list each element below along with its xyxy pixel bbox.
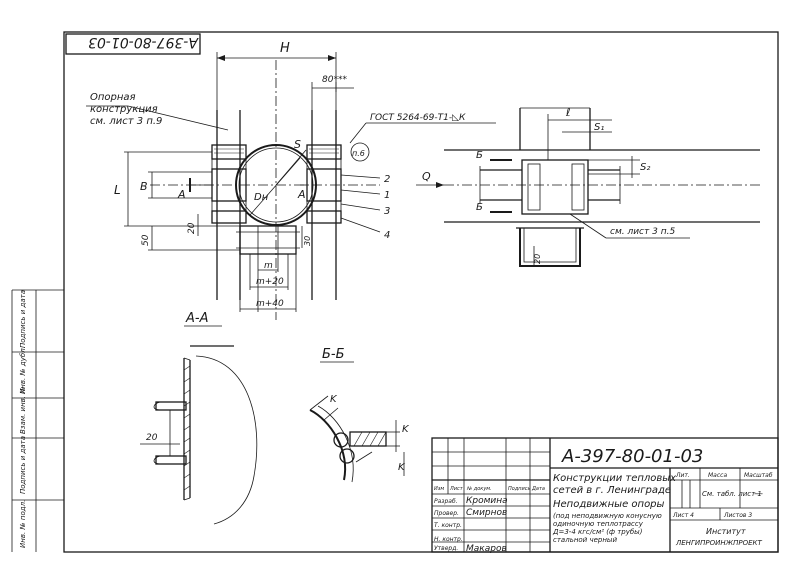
role-5: Н. контр. <box>434 536 463 543</box>
dim-20: 20 <box>187 222 197 234</box>
item-4: 4 <box>384 230 390 241</box>
main-view <box>86 52 496 320</box>
name-1: Кромина <box>466 496 508 506</box>
desc-line-4: (под неподвижную конусную <box>553 512 662 520</box>
side-view <box>416 107 760 267</box>
top-stamp-box <box>65 33 201 55</box>
scale-cell: — <box>754 489 763 499</box>
dim-m20: m+20 <box>256 277 284 287</box>
drawing-code: А-397-80-01-03 <box>561 446 703 467</box>
section-aa-title: А-А <box>185 311 208 326</box>
support-label-3: см. лист 3 п.9 <box>90 116 162 127</box>
stage-hdr-mass: Масса <box>708 472 727 479</box>
callout-6-circle <box>350 142 370 162</box>
title-block <box>431 437 779 553</box>
dim-B: B <box>140 180 148 193</box>
side-dim-20: 20 <box>533 254 542 264</box>
dim-S2: S₂ <box>640 162 650 173</box>
dim-50: 50 <box>141 234 151 246</box>
section-bb-title: Б-Б <box>322 347 345 362</box>
dim-m: m <box>264 261 273 271</box>
pipe-circle <box>235 144 317 226</box>
desc-line-2: сетей в г. Ленинграде <box>553 485 671 496</box>
stage-hdr-scale: Масштаб <box>744 472 773 479</box>
dim-l: ℓ <box>565 106 571 119</box>
desc-line-5: одиночную теплотрассу <box>553 520 644 528</box>
name-2: Смирнов <box>466 508 507 518</box>
section-bb-k2: K <box>402 424 410 435</box>
section-aa-dim-20: 20 <box>146 433 158 443</box>
org-line-1: Институт <box>706 527 746 536</box>
section-B-top: Б <box>476 150 483 161</box>
stage-cell: См. табл. лист 1 <box>702 490 762 498</box>
ref-label: см. лист 3 п.5 <box>610 227 675 237</box>
section-B-bottom: Б <box>476 202 483 213</box>
role-1: Разраб. <box>434 498 458 505</box>
dim-Dn: Dн <box>254 192 269 203</box>
section-aa <box>140 345 258 525</box>
strip-label-2: Подпись и дата <box>19 436 27 494</box>
support-label-2: конструкция <box>90 104 158 115</box>
section-A-left: A <box>177 188 186 201</box>
role-2: Провер. <box>434 510 459 517</box>
desc-line-1: Конструкции тепловых <box>553 473 676 484</box>
hdr-date: Дата <box>531 486 545 492</box>
strip-label-5: Подпись и дата <box>19 290 27 348</box>
desc-line-3: Неподвижные опоры <box>553 499 665 510</box>
dim-m40: m+40 <box>256 299 284 309</box>
item-2: 2 <box>384 174 390 185</box>
name-6: Макаров <box>466 544 507 554</box>
sheet-frame <box>63 31 779 553</box>
hdr-list: Лист <box>449 486 464 492</box>
desc-line-6: Д=3-4 кгс/см² (ф трубы) <box>552 528 643 536</box>
flow-Q: Q <box>422 170 431 183</box>
role-6: Утверд. <box>434 545 458 552</box>
dim-L: L <box>114 183 121 197</box>
gost-label: ГОСТ 5264-69-Т1-◺К <box>370 113 466 123</box>
sheets-cell: Листов 3 <box>723 512 752 519</box>
dim-80: 80*** <box>322 75 347 85</box>
dim-S: S <box>294 138 301 151</box>
sheet-cell: Лист 4 <box>672 512 694 519</box>
strip-label-1: Инв. № подл. <box>19 500 27 548</box>
stage-hdr-lit: Лит. <box>675 472 690 479</box>
callout-6: п.6 <box>352 149 365 158</box>
section-bb-k3: K <box>398 462 406 473</box>
desc-line-7: стальной черный <box>553 536 617 544</box>
support-label-1: Опорная <box>90 92 136 103</box>
section-A-right: A <box>297 188 306 201</box>
strip-label-3: Взам. инв. № <box>19 386 27 434</box>
section-bb-k1: K <box>330 394 338 405</box>
dim-30: 30 <box>303 236 312 246</box>
item-3: 3 <box>384 206 390 217</box>
org-line-2: ЛЕНГИПРОИНЖПРОЕКТ <box>675 539 763 547</box>
hdr-sign: Подпись <box>508 486 531 492</box>
hdr-doc: № докум. <box>466 486 492 492</box>
role-3: Т. контр. <box>434 522 462 529</box>
strip-label-4: Инв. № дубл. <box>19 346 27 394</box>
hdr-izm: Изм <box>434 486 444 492</box>
section-bb <box>309 395 405 483</box>
dim-H: H <box>280 41 290 56</box>
dim-S1: S₁ <box>594 122 604 133</box>
item-1: 1 <box>384 190 390 201</box>
top-stamp-code: А-397-80-01-03 <box>88 34 199 50</box>
